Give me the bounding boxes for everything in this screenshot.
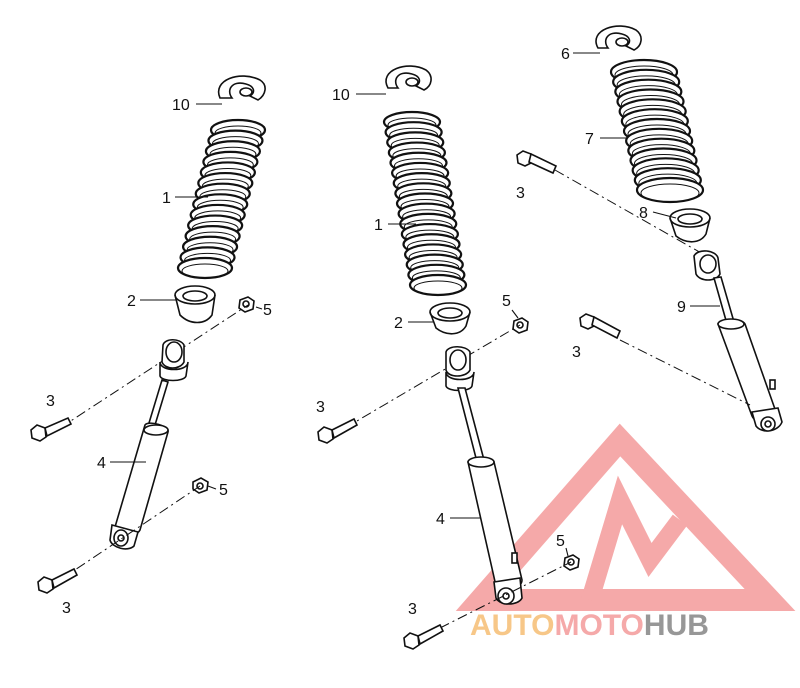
callout-10-left: 10 [172, 97, 190, 114]
bolt-axis-mid-bottom [439, 561, 572, 629]
callout-7-right: 7 [585, 131, 594, 148]
coil-spring-1-left [176, 118, 267, 280]
bolt-3-mid-top [317, 417, 359, 444]
callout-2-mid: 2 [394, 315, 403, 332]
spring-retainer-10-mid [385, 65, 432, 91]
bolt-axis-left-top [59, 304, 249, 429]
callout-9-right: 9 [677, 299, 686, 316]
leader-lines [110, 52, 720, 557]
callout-4-mid: 4 [436, 511, 445, 528]
coil-turn-inner [640, 183, 700, 203]
logo-text-auto: AUTO [470, 609, 554, 642]
bolt-3-right-top [516, 150, 558, 175]
bolt-axis-right-top [554, 169, 711, 259]
callout-3-mid-top: 3 [316, 399, 325, 416]
nut-5-mid-bottom [563, 554, 580, 571]
callout-6-right: 6 [561, 46, 570, 63]
callout-3-left-bottom: 3 [62, 600, 71, 617]
left-assembly [30, 75, 267, 594]
spring-retainer-6-right [595, 25, 642, 51]
callout-1-left: 1 [162, 190, 171, 207]
callout-3-mid-bottom: 3 [408, 601, 417, 618]
spring-seat-2-left [174, 285, 216, 324]
callout-1-mid: 1 [374, 217, 383, 234]
logo-text-hub: HUB [644, 609, 709, 642]
callout-5-left-top: 5 [263, 302, 272, 319]
spring-seat-2-mid [429, 302, 471, 335]
middle-assembly [317, 65, 580, 650]
callout-8-right: 8 [639, 205, 648, 222]
coil-turn-inner [413, 280, 463, 296]
coil-spring-7-right [609, 58, 705, 204]
shock-absorber-4-mid [445, 345, 523, 605]
nut-5-left-bottom [192, 477, 209, 494]
bolt-3-mid-bottom [403, 623, 445, 650]
nut-5-left-top [238, 296, 255, 313]
callout-3-right-top: 3 [516, 185, 525, 202]
bolt-axis-right-bottom [619, 339, 751, 406]
bolt-3-right-bottom [579, 313, 622, 340]
automotohub-logo: AUTOMOTOHUB [455, 423, 796, 642]
callout-5-mid-bottom: 5 [556, 533, 565, 550]
callout-2-left: 2 [127, 293, 136, 310]
coil-spring-1-mid [382, 110, 468, 297]
bolt-axis-left-bottom [59, 485, 201, 581]
shock-absorber-4-left [109, 338, 189, 550]
callout-3-right-bottom: 3 [572, 344, 581, 361]
shock-absorber-9-right [693, 250, 783, 432]
spring-retainer-10-left [217, 75, 266, 101]
bolt-3-left-bottom [37, 567, 79, 594]
bolt-axis-mid-top [344, 324, 521, 429]
callout-4-left: 4 [97, 455, 106, 472]
logo-text-moto: MOTO [554, 609, 643, 642]
right-assembly [516, 25, 783, 432]
callout-10-mid: 10 [332, 87, 350, 104]
callout-5-left-bottom: 5 [219, 482, 228, 499]
callout-labels: 10 1 2 5 3 4 5 3 10 1 2 5 3 4 5 3 6 7 3 … [46, 46, 686, 618]
coil-turn-inner [181, 263, 229, 279]
callout-5-mid-top: 5 [502, 293, 511, 310]
bolt-3-left-top [30, 416, 73, 442]
nut-5-mid-top [512, 317, 529, 334]
svg-text:AUTOMOTOHUB: AUTOMOTOHUB [470, 609, 709, 642]
callout-3-left-top: 3 [46, 393, 55, 410]
spring-seat-8-right [669, 208, 711, 243]
